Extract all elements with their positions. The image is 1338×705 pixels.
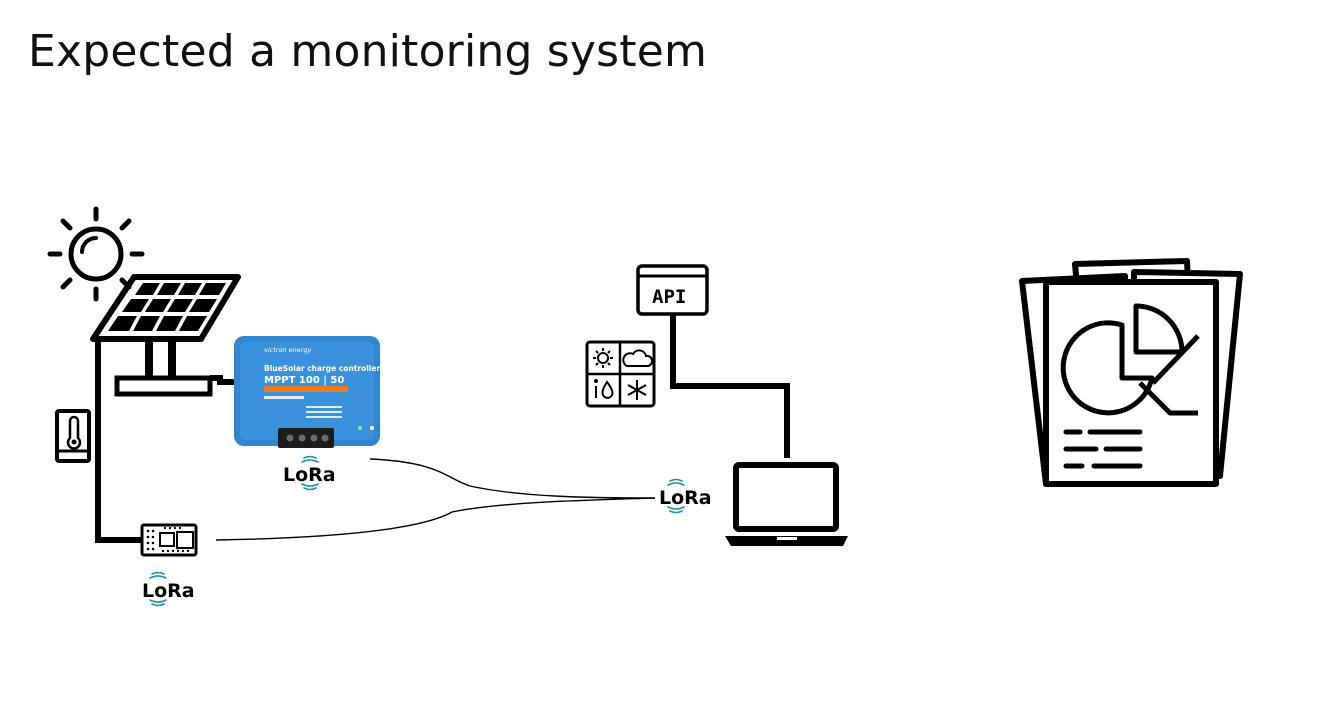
controller-terminal-block [278, 428, 334, 448]
laptop-icon [725, 462, 848, 546]
lora-logo-controller: LoRa [283, 455, 336, 491]
lora-logo-gateway: LoRa [659, 478, 712, 514]
svg-text:LoRa: LoRa [283, 464, 336, 486]
controller-orange-strip [264, 386, 348, 392]
report-documents-icon [1019, 258, 1243, 487]
svg-text:LoRa: LoRa [659, 487, 712, 509]
wire-api-to-laptop [670, 314, 790, 458]
lora-logo-sensor: LoRa [142, 571, 195, 607]
lora-links [215, 458, 656, 541]
svg-text:LoRa: LoRa [142, 580, 195, 602]
weather-cloud-icon [622, 349, 654, 367]
wire-panel-to-controller [210, 375, 236, 385]
api-window-icon: API [636, 264, 709, 316]
api-label: API [652, 286, 686, 308]
slide-title: Expected a monitoring system [28, 26, 708, 77]
weather-humidity-icon [594, 379, 614, 399]
charge-controller: victron energy BlueSolar charge controll… [234, 336, 380, 448]
solar-panel-icon [90, 274, 241, 397]
weather-grid-icon [585, 340, 656, 408]
link-sensor-gateway [215, 497, 656, 541]
controller-subtitle: BlueSolar charge controller [264, 364, 380, 373]
wiring [95, 314, 790, 543]
sensor-board-icon [140, 523, 198, 557]
weather-snow-icon [627, 380, 647, 400]
sun-icon [47, 206, 145, 302]
controller-brand: victron energy [264, 346, 312, 354]
thermometer-icon [55, 409, 91, 463]
link-controller-gateway [369, 458, 656, 499]
controller-model: MPPT 100 | 50 [264, 375, 344, 386]
wire-panel-to-sensor [95, 342, 142, 543]
weather-sun-icon [593, 348, 613, 368]
